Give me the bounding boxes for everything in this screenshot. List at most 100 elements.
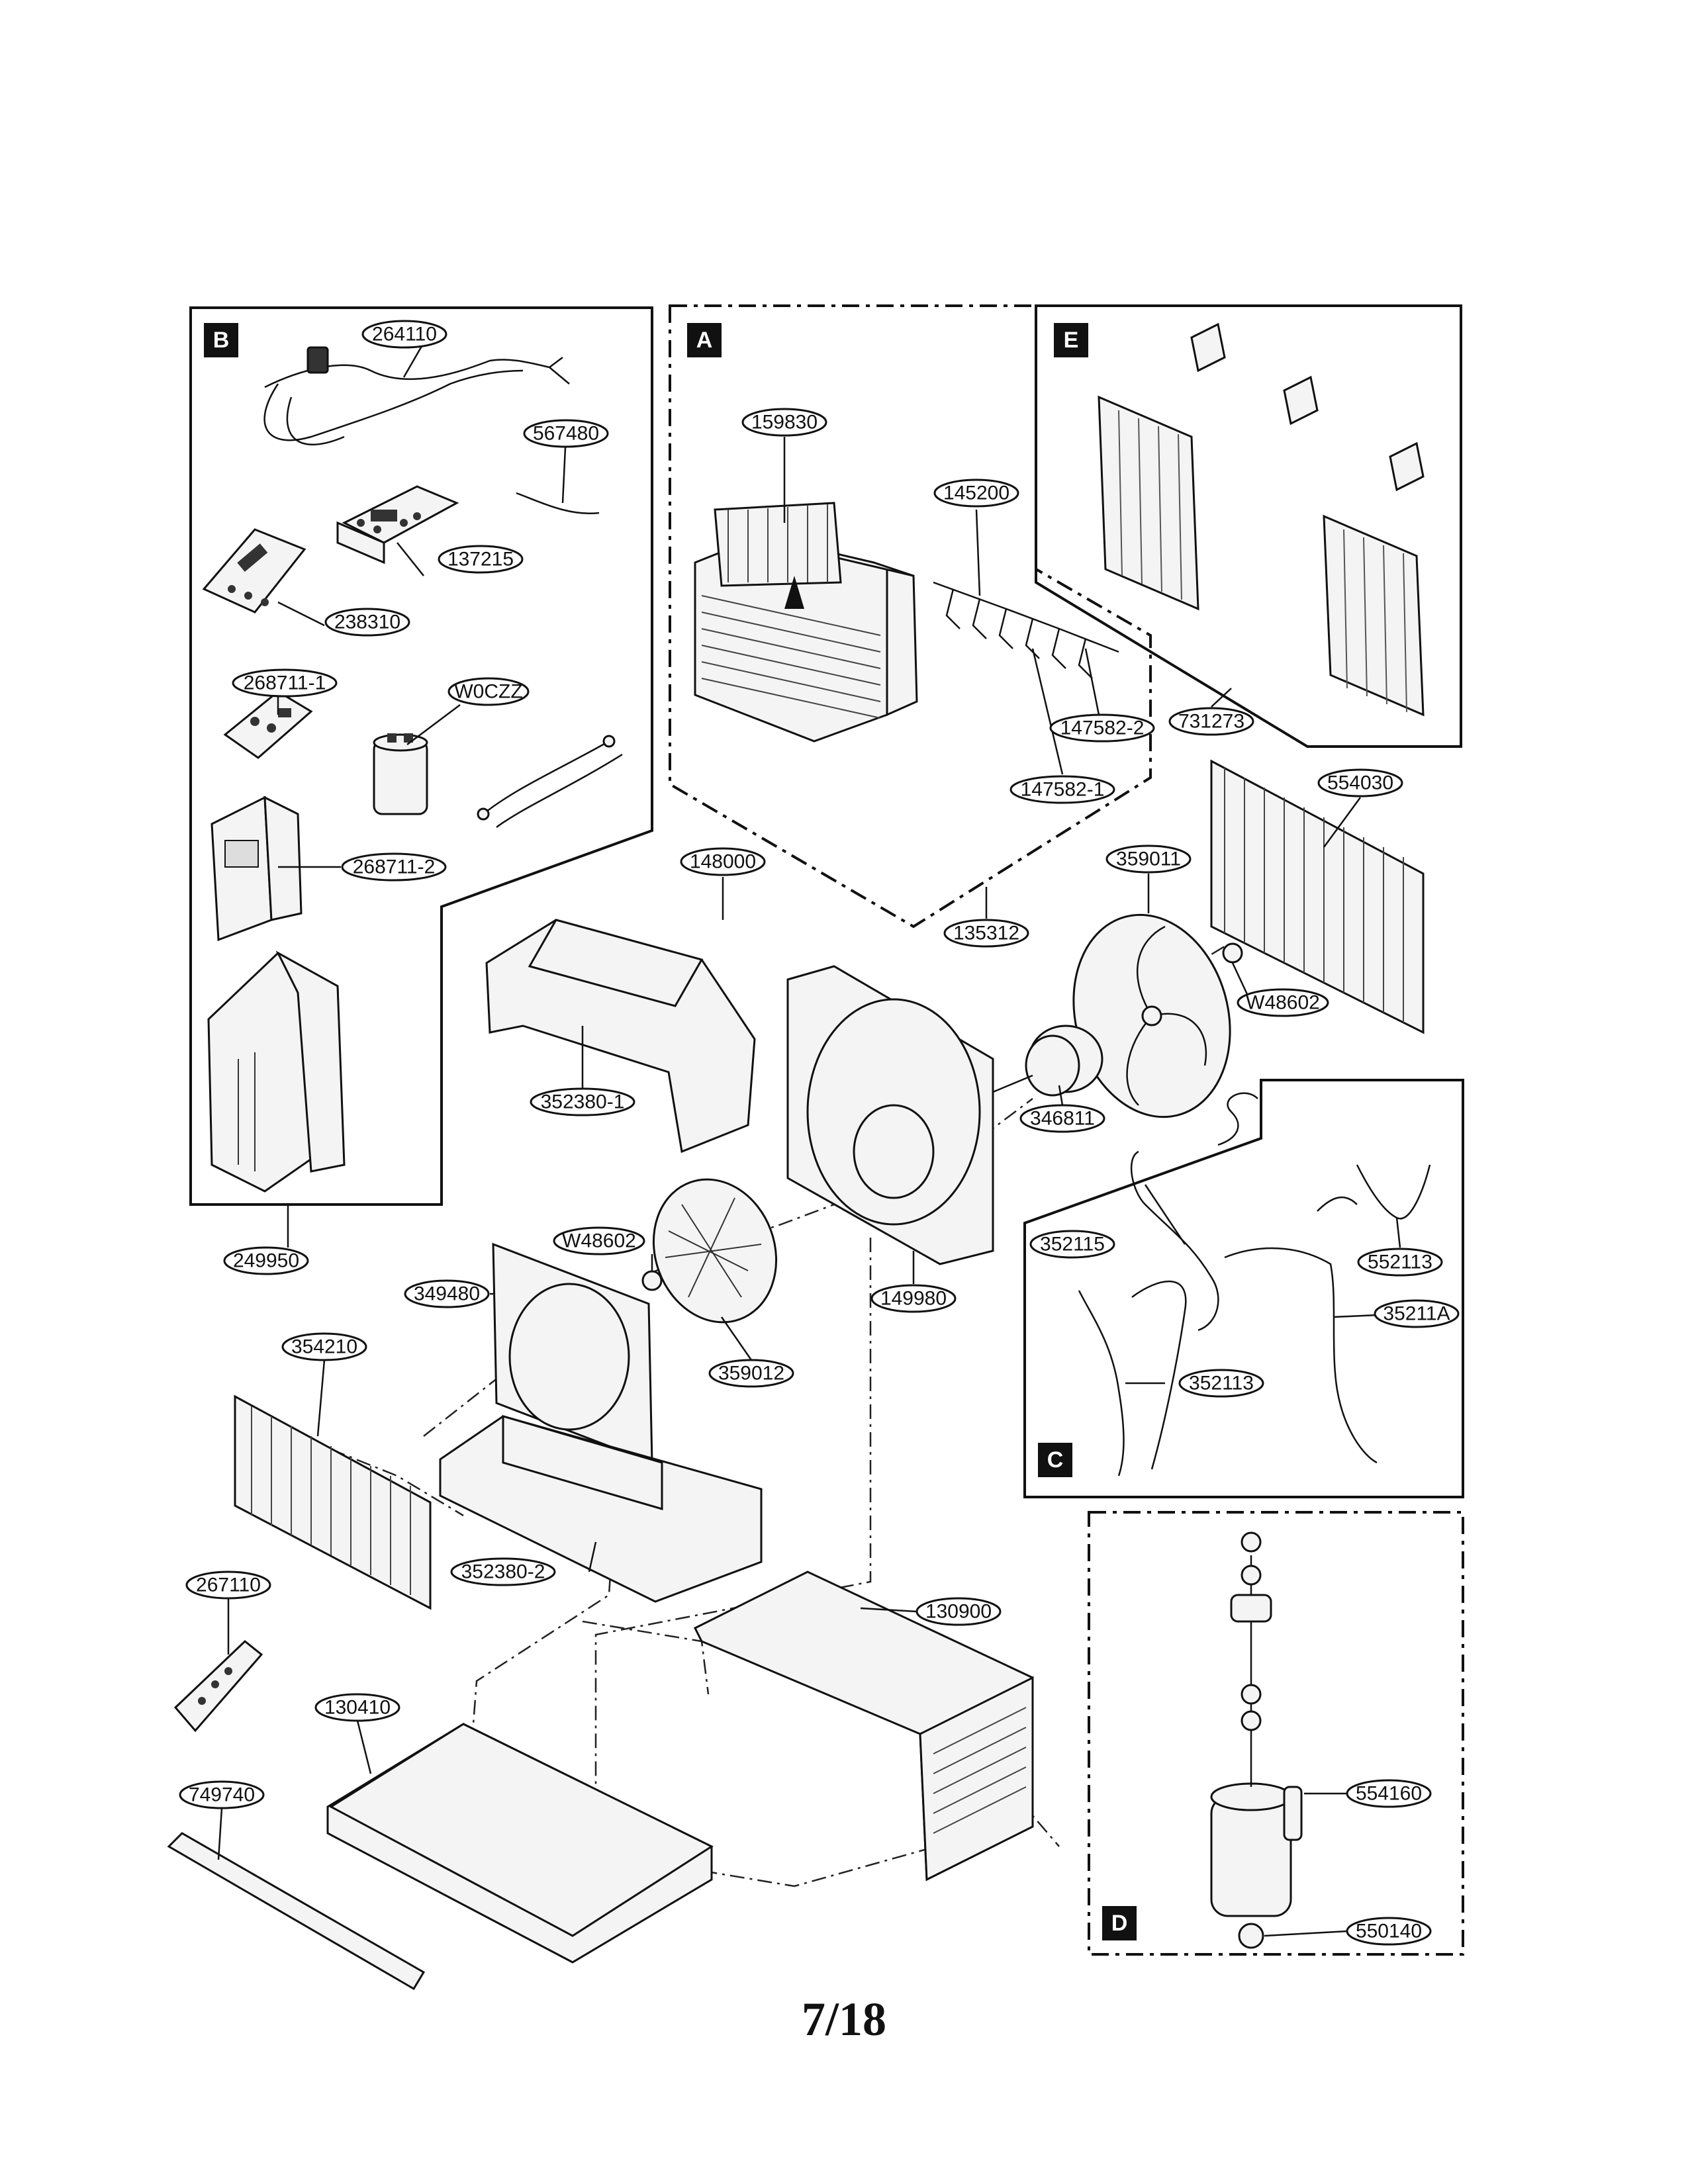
curtain-panel-left-drawing bbox=[1098, 395, 1199, 611]
svg-text:268711-1: 268711-1 bbox=[244, 672, 326, 694]
svg-text:352380-2: 352380-2 bbox=[461, 1561, 545, 1583]
svg-text:264110: 264110 bbox=[372, 324, 437, 345]
svg-text:C: C bbox=[1047, 1447, 1064, 1473]
svg-text:130900: 130900 bbox=[925, 1601, 992, 1623]
curtain-panel-right-drawing bbox=[1323, 514, 1425, 717]
part-label-567480: 567480 bbox=[523, 419, 609, 448]
page-number: 7/18 bbox=[801, 1993, 886, 2046]
section-b-box bbox=[189, 306, 653, 1206]
part-label-249950: 249950 bbox=[223, 1246, 309, 1275]
drain-pan-drawing bbox=[439, 1415, 763, 1603]
section-tag-e: E bbox=[1054, 323, 1088, 357]
cabinet-drawing bbox=[693, 1570, 1034, 1882]
svg-text:749740: 749740 bbox=[189, 1784, 255, 1806]
condenser-coil-drawing bbox=[1210, 759, 1425, 1034]
part-label-346811: 346811 bbox=[1019, 1104, 1105, 1133]
svg-text:554160: 554160 bbox=[1356, 1783, 1422, 1805]
section-e-box bbox=[1035, 304, 1462, 748]
part-label-137215: 137215 bbox=[438, 545, 524, 574]
section-tag-a: A bbox=[687, 323, 722, 357]
svg-text:130410: 130410 bbox=[324, 1697, 391, 1719]
control-box-drawing bbox=[211, 796, 303, 942]
mounting-bracket-drawing bbox=[1190, 322, 1425, 492]
part-label-554030: 554030 bbox=[1317, 768, 1403, 797]
part-label-264110: 264110 bbox=[361, 320, 447, 349]
nut-drawing bbox=[641, 942, 1243, 1291]
part-label-w48602-b: W48602 bbox=[553, 1226, 645, 1255]
compressor-drawing bbox=[1210, 1531, 1303, 1949]
display-board-drawing bbox=[202, 528, 306, 614]
seal-strip-drawing bbox=[167, 1832, 426, 1991]
capacitor-drawing bbox=[373, 733, 428, 815]
part-label-148000: 148000 bbox=[680, 847, 766, 876]
svg-text:137215: 137215 bbox=[447, 549, 514, 570]
evaporator-plate-drawing bbox=[492, 1242, 653, 1465]
svg-text:352380-1: 352380-1 bbox=[541, 1091, 625, 1113]
svg-text:554030: 554030 bbox=[1327, 772, 1393, 794]
base-pan-drawing bbox=[326, 1723, 714, 1964]
svg-text:249950: 249950 bbox=[233, 1250, 299, 1272]
svg-text:359012: 359012 bbox=[718, 1363, 784, 1385]
svg-text:346811: 346811 bbox=[1030, 1108, 1095, 1130]
svg-text:550140: 550140 bbox=[1356, 1921, 1422, 1942]
svg-text:147582-1: 147582-1 bbox=[1021, 779, 1105, 801]
section-tag-d: D bbox=[1102, 1906, 1137, 1940]
part-label-554160: 554160 bbox=[1346, 1779, 1432, 1808]
part-label-352380-2: 352380-2 bbox=[450, 1557, 556, 1586]
pcb-board-drawing bbox=[223, 690, 313, 759]
svg-text:731273: 731273 bbox=[1178, 711, 1244, 733]
power-cord-drawing bbox=[263, 346, 570, 445]
part-label-352380-1: 352380-1 bbox=[530, 1087, 635, 1116]
svg-text:135312: 135312 bbox=[953, 923, 1019, 944]
svg-text:148000: 148000 bbox=[690, 851, 756, 873]
part-label-550140: 550140 bbox=[1346, 1917, 1432, 1946]
section-tag-b: B bbox=[204, 323, 238, 357]
svg-text:B: B bbox=[213, 328, 230, 353]
svg-text:238310: 238310 bbox=[334, 612, 400, 633]
section-c-box bbox=[1023, 1079, 1464, 1498]
evaporator-coil-drawing bbox=[234, 1394, 432, 1610]
part-label-359011: 359011 bbox=[1105, 844, 1192, 874]
svg-text:35211A: 35211A bbox=[1383, 1303, 1450, 1325]
front-grille-drawing bbox=[694, 502, 918, 743]
remote-control-drawing bbox=[173, 1640, 263, 1733]
part-label-159830: 159830 bbox=[741, 408, 827, 437]
svg-text:552113: 552113 bbox=[1368, 1251, 1432, 1273]
refrigerant-tubes-drawing bbox=[1078, 1092, 1431, 1477]
part-label-359012: 359012 bbox=[708, 1359, 794, 1388]
svg-text:W48602: W48602 bbox=[562, 1230, 636, 1252]
fan-motor-drawing bbox=[992, 1024, 1103, 1097]
orifice-shroud-drawing bbox=[786, 965, 994, 1265]
part-label-349480: 349480 bbox=[404, 1279, 490, 1308]
air-guide-drawing bbox=[485, 919, 756, 1154]
svg-text:147582-2: 147582-2 bbox=[1060, 717, 1145, 739]
part-label-238310: 238310 bbox=[324, 608, 410, 637]
part-label-35211a: 35211A bbox=[1374, 1299, 1460, 1328]
assembly-line bbox=[582, 1620, 710, 1695]
electrical-box-drawing bbox=[207, 950, 346, 1193]
svg-text:W48602: W48602 bbox=[1246, 992, 1320, 1014]
part-label-135312: 135312 bbox=[943, 919, 1029, 948]
svg-text:352113: 352113 bbox=[1189, 1373, 1254, 1394]
assembly-line bbox=[330, 1448, 464, 1517]
leader-lines bbox=[217, 342, 1407, 1937]
part-label-731273: 731273 bbox=[1168, 707, 1254, 736]
svg-text:349480: 349480 bbox=[414, 1283, 480, 1305]
assembly-line bbox=[675, 1799, 1020, 1888]
part-label-354210: 354210 bbox=[281, 1332, 367, 1361]
part-label-352115: 352115 bbox=[1029, 1230, 1115, 1259]
part-label-w48602-a: W48602 bbox=[1237, 988, 1329, 1017]
louver-drawing bbox=[933, 581, 1119, 679]
svg-text:159830: 159830 bbox=[751, 412, 818, 433]
svg-text:354210: 354210 bbox=[291, 1336, 357, 1358]
svg-text:359011: 359011 bbox=[1116, 848, 1181, 870]
svg-text:A: A bbox=[696, 328, 713, 353]
svg-text:267110: 267110 bbox=[196, 1574, 261, 1596]
part-label-552113: 552113 bbox=[1357, 1248, 1443, 1277]
svg-text:145200: 145200 bbox=[943, 482, 1009, 504]
part-label-145200: 145200 bbox=[933, 478, 1019, 508]
part-label-749740: 749740 bbox=[179, 1780, 265, 1809]
part-label-147582-2: 147582-2 bbox=[1049, 713, 1155, 743]
part-label-130410: 130410 bbox=[314, 1693, 400, 1722]
